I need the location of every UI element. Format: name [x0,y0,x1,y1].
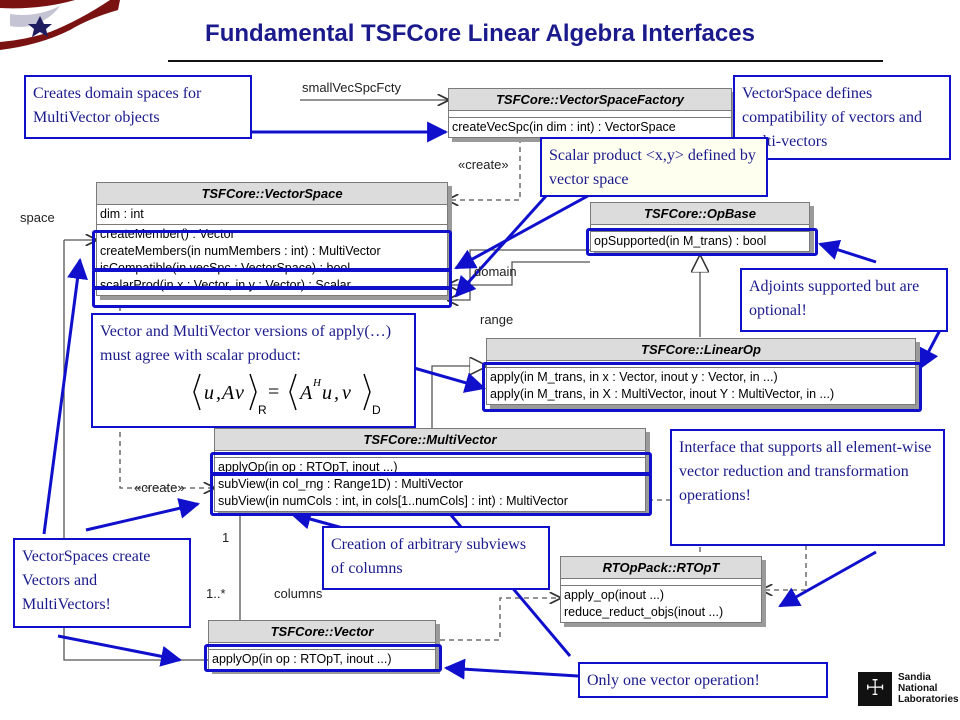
sandia-thunderbird-icon: ☩ [858,672,892,706]
op-subview-range: subView(in col_rng : Range1D) : MultiVec… [218,477,464,491]
note-compatibility: VectorSpace defines compatibility of vec… [733,75,951,160]
op-op-supported: opSupported(in M_trans) : bool [594,234,767,248]
formula-lhs-subscript: R [258,403,267,417]
op-create-vec-spc: createVecSpc(in dim : int) : VectorSpace [452,120,676,134]
label-create-top: «create» [458,157,509,172]
note-create-vectors: VectorSpaces create Vectors and MultiVec… [13,538,191,628]
label-columns: columns [274,586,323,601]
class-multi-vector: TSFCore::MultiVector applyOp(in op : RTO… [214,428,646,512]
svg-text:u: u [322,382,332,404]
note-adjoints: Adjoints supported but are optional! [740,268,948,332]
logo-line-2: National [898,683,938,694]
class-op-base: TSFCore::OpBase opSupported(in M_trans) … [590,202,810,252]
svg-text:u: u [204,382,214,404]
sandia-logo: ☩ Sandia National Laboratories [858,672,959,712]
class-name: TSFCore::LinearOp [487,339,915,361]
label-domain: domain [474,264,517,279]
svg-text:,: , [334,382,339,404]
attr-dim: dim : int [100,207,144,221]
class-rtop-t: RTOpPack::RTOpT apply_op(inout ...) redu… [560,556,762,623]
label-small-vec-spc-fcty: smallVecSpcFcty [302,80,401,95]
label-one: 1 [222,530,230,545]
label-one-many: 1..* [206,586,226,601]
svg-text:,: , [216,382,221,404]
svg-text:v: v [342,382,351,404]
note-one-op: Only one vector operation! [578,662,828,698]
op-apply-op: applyOp(in op : RTOpT, inout ...) [218,460,398,474]
title-rule [168,60,883,62]
note-apply-versions: Vector and MultiVector versions of apply… [91,313,416,428]
op-apply-vector: apply(in M_trans, in x : Vector, inout y… [490,370,778,384]
op-reduce-reduct-objs: reduce_reduct_objs(inout ...) [564,605,724,619]
label-range: range [480,312,514,327]
note-reduction: Interface that supports all element-wise… [670,429,945,546]
class-name: TSFCore::Vector [209,621,435,643]
svg-text:A: A [220,382,235,404]
op-apply-multivector: apply(in M_trans, in X : MultiVector, in… [490,387,835,401]
logo-line-3: Laboratories [898,694,959,705]
svg-text:v: v [235,382,244,404]
flag-logo [0,0,120,50]
svg-text:A: A [298,382,313,404]
class-linear-op: TSFCore::LinearOp apply(in M_trans, in x… [486,338,916,405]
class-vector-space: TSFCore::VectorSpace dim : int createMem… [96,182,448,296]
note-scalar-product: Scalar product <x,y> defined by vector s… [540,137,768,197]
formula-rhs-subscript: D [372,403,381,417]
op-create-members: createMembers(in numMembers : int) : Mul… [100,244,381,258]
svg-text:=: = [268,381,279,403]
class-name: TSFCore::VectorSpaceFactory [449,89,731,111]
label-create-left: «create» [134,480,185,495]
note-subviews: Creation of arbitrary subviews of column… [322,526,550,590]
class-name: TSFCore::OpBase [591,203,809,225]
label-space: space [20,210,55,225]
op-subview-cols: subView(in numCols : int, in cols[1..num… [218,494,568,508]
op-vector-apply-op: applyOp(in op : RTOpT, inout ...) [212,652,392,666]
highlight-op-supported [586,228,818,256]
highlight-scalar-prod [92,286,452,308]
class-name: TSFCore::MultiVector [215,429,645,451]
note-domain-spaces: Creates domain spaces for MultiVector ob… [24,75,252,139]
highlight-create-members [92,230,452,272]
class-name: TSFCore::VectorSpace [97,183,447,205]
highlight-mv-subview [210,472,652,516]
page-title: Fundamental TSFCore Linear Algebra Inter… [205,20,755,47]
scalar-product-formula: u , A v A u , v R = H D [193,373,381,417]
op-apply-op: apply_op(inout ...) [564,588,665,602]
class-name: RTOpPack::RTOpT [561,557,761,579]
logo-line-1: Sandia [898,672,931,683]
class-vector-space-factory: TSFCore::VectorSpaceFactory createVecSpc… [448,88,732,138]
highlight-apply [482,362,922,412]
highlight-vector-apply-op [204,644,442,672]
formula-adjoint-superscript: H [312,377,322,389]
